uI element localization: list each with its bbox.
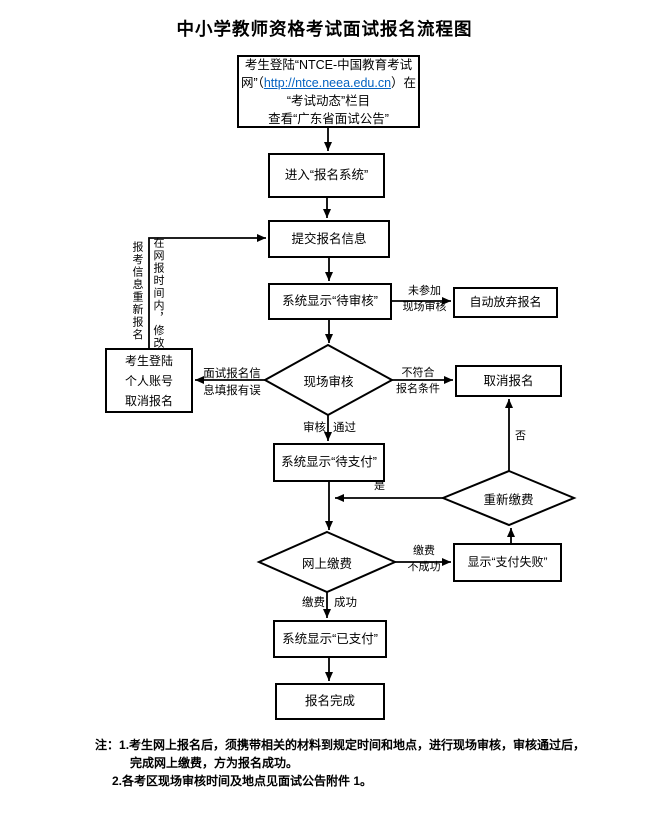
cancel-login-line1: 考生登陆 xyxy=(124,353,173,368)
footnote-line3: 2.各考区现场审核时间及地点见面试公告附件 1。 xyxy=(112,774,373,788)
diamond-label-online-payment: 网上缴费 xyxy=(301,556,352,571)
edge-label-review-pass: 审核 通过 xyxy=(303,421,356,437)
footnote-text1: 1.考生网上报名后，须携带相关的材料到规定时间和地点，进行现场审核，审核通过后， xyxy=(119,738,586,752)
edge-label-not-qualified-line2: 报名条件 xyxy=(396,382,440,395)
login-portal-line3: “考试动态”栏目 xyxy=(286,93,371,108)
edge-label-not-attend: 未参加 现场审核 xyxy=(397,284,452,315)
ntce-link[interactable]: http://ntce.neea.edu.cn xyxy=(263,75,392,90)
diamond-label-repay: 重新缴费 xyxy=(483,492,534,507)
diamond-label-onsite-review: 现场审核 xyxy=(303,374,354,389)
diamond-online-payment xyxy=(256,530,398,594)
page-title: 中小学教师资格考试面试报名流程图 xyxy=(176,19,473,39)
node-cancel-registration: 取消报名 xyxy=(455,365,562,397)
node-cancel-login: 考生登陆 个人账号 取消报名 xyxy=(105,348,193,413)
edge-label-pay-success: 缴费 成功 xyxy=(302,596,357,612)
node-enter-system: 进入“报名系统” xyxy=(268,153,385,198)
node-pending-payment: 系统显示“待支付” xyxy=(273,443,385,482)
node-payment-failed: 显示“支付失败” xyxy=(453,543,562,582)
decision-diamonds xyxy=(256,343,577,594)
footnotes: 注：1.考生网上报名后，须携带相关的材料到规定时间和地点，进行现场审核，审核通过… xyxy=(95,736,605,790)
edge-label-not-qualified: 不符合 报名条件 xyxy=(394,366,442,397)
login-portal-line2: 网”（http://ntce.neea.edu.cn）在 xyxy=(241,74,416,92)
connector-lines xyxy=(148,128,515,681)
edge-label-pay-success-right: 成功 xyxy=(334,597,357,609)
node-paid: 系统显示“已支付” xyxy=(273,620,387,658)
diamond-onsite-review xyxy=(262,343,395,417)
edge-label-modify-col-left: 报考信息重新报名 xyxy=(131,241,143,341)
edge-label-review-pass-right: 通过 xyxy=(333,422,356,434)
node-submit-info: 提交报名信息 xyxy=(268,220,390,258)
edge-label-modify-col-right: 在网报时间内，修改 xyxy=(152,237,164,350)
node-login-portal: 考生登陆“NTCE-中国教育考试 网”（http://ntce.neea.edu… xyxy=(237,55,420,128)
edge-label-info-error: 面试报名信 息填报有误 xyxy=(200,366,264,399)
edge-label-not-attend-line2: 现场审核 xyxy=(402,300,447,313)
node-pending-review: 系统显示“待审核” xyxy=(268,283,392,320)
edge-label-review-pass-left: 审核 xyxy=(303,422,326,434)
edge-label-no: 否 xyxy=(515,430,526,442)
node-auto-abandon: 自动放弃报名 xyxy=(453,287,558,318)
edge-cancellogin-to-submit xyxy=(148,234,266,348)
edge-label-not-attend-line1: 未参加 xyxy=(408,285,441,297)
footnote-line2: 完成网上缴费，方为报名成功。 xyxy=(130,756,299,770)
edge-label-info-error-line1: 面试报名信 xyxy=(203,368,261,380)
login-portal-line4: 查看“广东省面试公告” xyxy=(268,111,389,126)
footnote-prefix: 注： xyxy=(95,738,120,752)
edge-label-pay-fail-line2: 不成功 xyxy=(407,560,441,573)
edge-label-yes: 是 xyxy=(374,480,385,492)
edge-label-pay-success-left: 缴费 xyxy=(302,597,325,609)
edge-label-not-qualified-line1: 不符合 xyxy=(401,367,435,379)
login-portal-line2-pre: 网”（ xyxy=(240,75,264,90)
edge-label-pay-fail-line1: 缴费 xyxy=(413,545,435,557)
edge-label-info-error-line2: 息填报有误 xyxy=(203,384,261,397)
cancel-login-line2: 个人账号 xyxy=(124,373,173,388)
login-portal-line1: 考生登陆“NTCE-中国教育考试 xyxy=(244,57,413,72)
cancel-login-line3: 取消报名 xyxy=(124,393,173,408)
node-complete: 报名完成 xyxy=(275,683,385,720)
login-portal-line2-post: ）在 xyxy=(391,75,417,90)
diamond-repay xyxy=(440,469,577,527)
footnote-line1: 注：1.考生网上报名后，须携带相关的材料到规定时间和地点，进行现场审核，审核通过… xyxy=(95,736,605,754)
edge-label-pay-fail: 缴费 不成功 xyxy=(402,544,446,575)
